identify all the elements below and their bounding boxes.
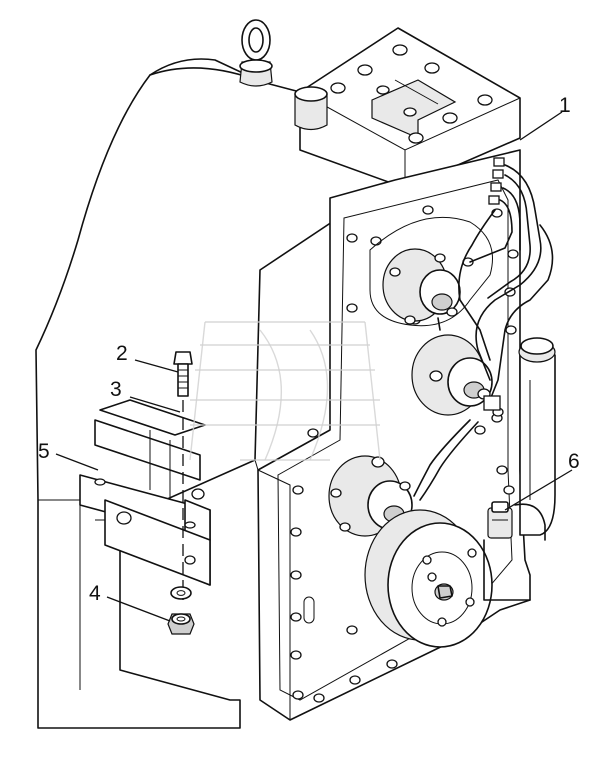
callout-6: 6 <box>504 450 580 511</box>
callout-5-label: 5 <box>38 440 50 463</box>
callout-5: 5 <box>38 440 99 471</box>
output-flange <box>364 509 493 648</box>
callout-1-label: 1 <box>559 94 571 117</box>
lifting-eye <box>239 19 273 87</box>
callout-4: 4 <box>89 582 171 622</box>
oil-filter-canister <box>514 337 556 541</box>
callout-4-label: 4 <box>89 582 101 605</box>
callout-6-label: 6 <box>568 450 580 473</box>
washer <box>170 586 192 600</box>
oil-pipes <box>413 157 554 501</box>
callout-3: 3 <box>110 378 181 413</box>
callout-2-label: 2 <box>116 342 128 365</box>
sensor-connector <box>483 501 531 601</box>
hex-bolt <box>173 351 193 397</box>
logo-watermark-icon <box>189 321 381 461</box>
filler-cap <box>294 86 328 131</box>
callout-1: 1 <box>519 94 571 141</box>
top-cover-plate <box>299 27 521 189</box>
hex-nut <box>167 613 195 635</box>
mounting-bracket <box>79 399 211 586</box>
clutch-housing-upper <box>369 216 493 331</box>
callout-3-label: 3 <box>110 378 122 401</box>
callout-2: 2 <box>116 342 179 373</box>
clutch-housing-middle <box>411 334 504 435</box>
